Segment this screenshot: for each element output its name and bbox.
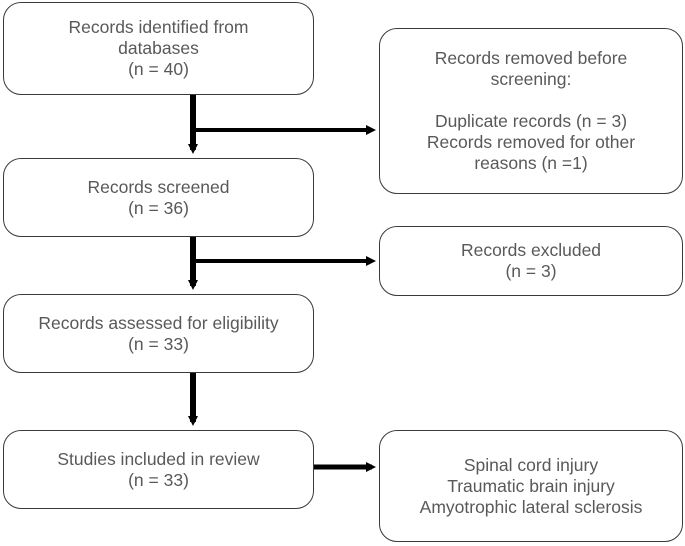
removed-line5: reasons (n =1) (474, 153, 588, 173)
excluded-line1: Records excluded (460, 240, 602, 260)
records-removed-box: Records removed before screening: Duplic… (379, 28, 683, 194)
eligibility-count: (n = 33) (128, 333, 189, 354)
identified-line2: databases (118, 38, 199, 58)
records-excluded-box: Records excluded (n = 3) (379, 226, 683, 296)
studies-included-box: Studies included in review (n = 33) (3, 430, 314, 509)
identified-count: (n = 40) (128, 59, 189, 79)
screened-line1: Records screened (87, 176, 230, 197)
screened-count: (n = 36) (128, 197, 189, 218)
records-identified-box: Records identified from databases (n = 4… (3, 2, 314, 95)
identified-line1: Records identified from (68, 17, 249, 37)
included-count: (n = 33) (128, 469, 189, 490)
removed-line1: Records removed before (434, 48, 628, 68)
removed-line3: Duplicate records (n = 3) (434, 111, 628, 131)
records-screened-box: Records screened (n = 36) (3, 158, 314, 237)
included-line1: Studies included in review (57, 448, 260, 469)
eligibility-line1: Records assessed for eligibility (38, 312, 279, 333)
removed-line2: screening: (490, 69, 572, 89)
condition-traumatic-brain-injury: Traumatic brain injury (447, 475, 615, 496)
condition-spinal-cord-injury: Spinal cord injury (463, 454, 599, 475)
removed-line4: Records removed for other (426, 132, 636, 152)
records-eligibility-box: Records assessed for eligibility (n = 33… (3, 294, 314, 373)
condition-als: Amyotrophic lateral sclerosis (419, 496, 643, 517)
conditions-box: Spinal cord injury Traumatic brain injur… (379, 430, 683, 542)
excluded-count: (n = 3) (505, 261, 557, 281)
